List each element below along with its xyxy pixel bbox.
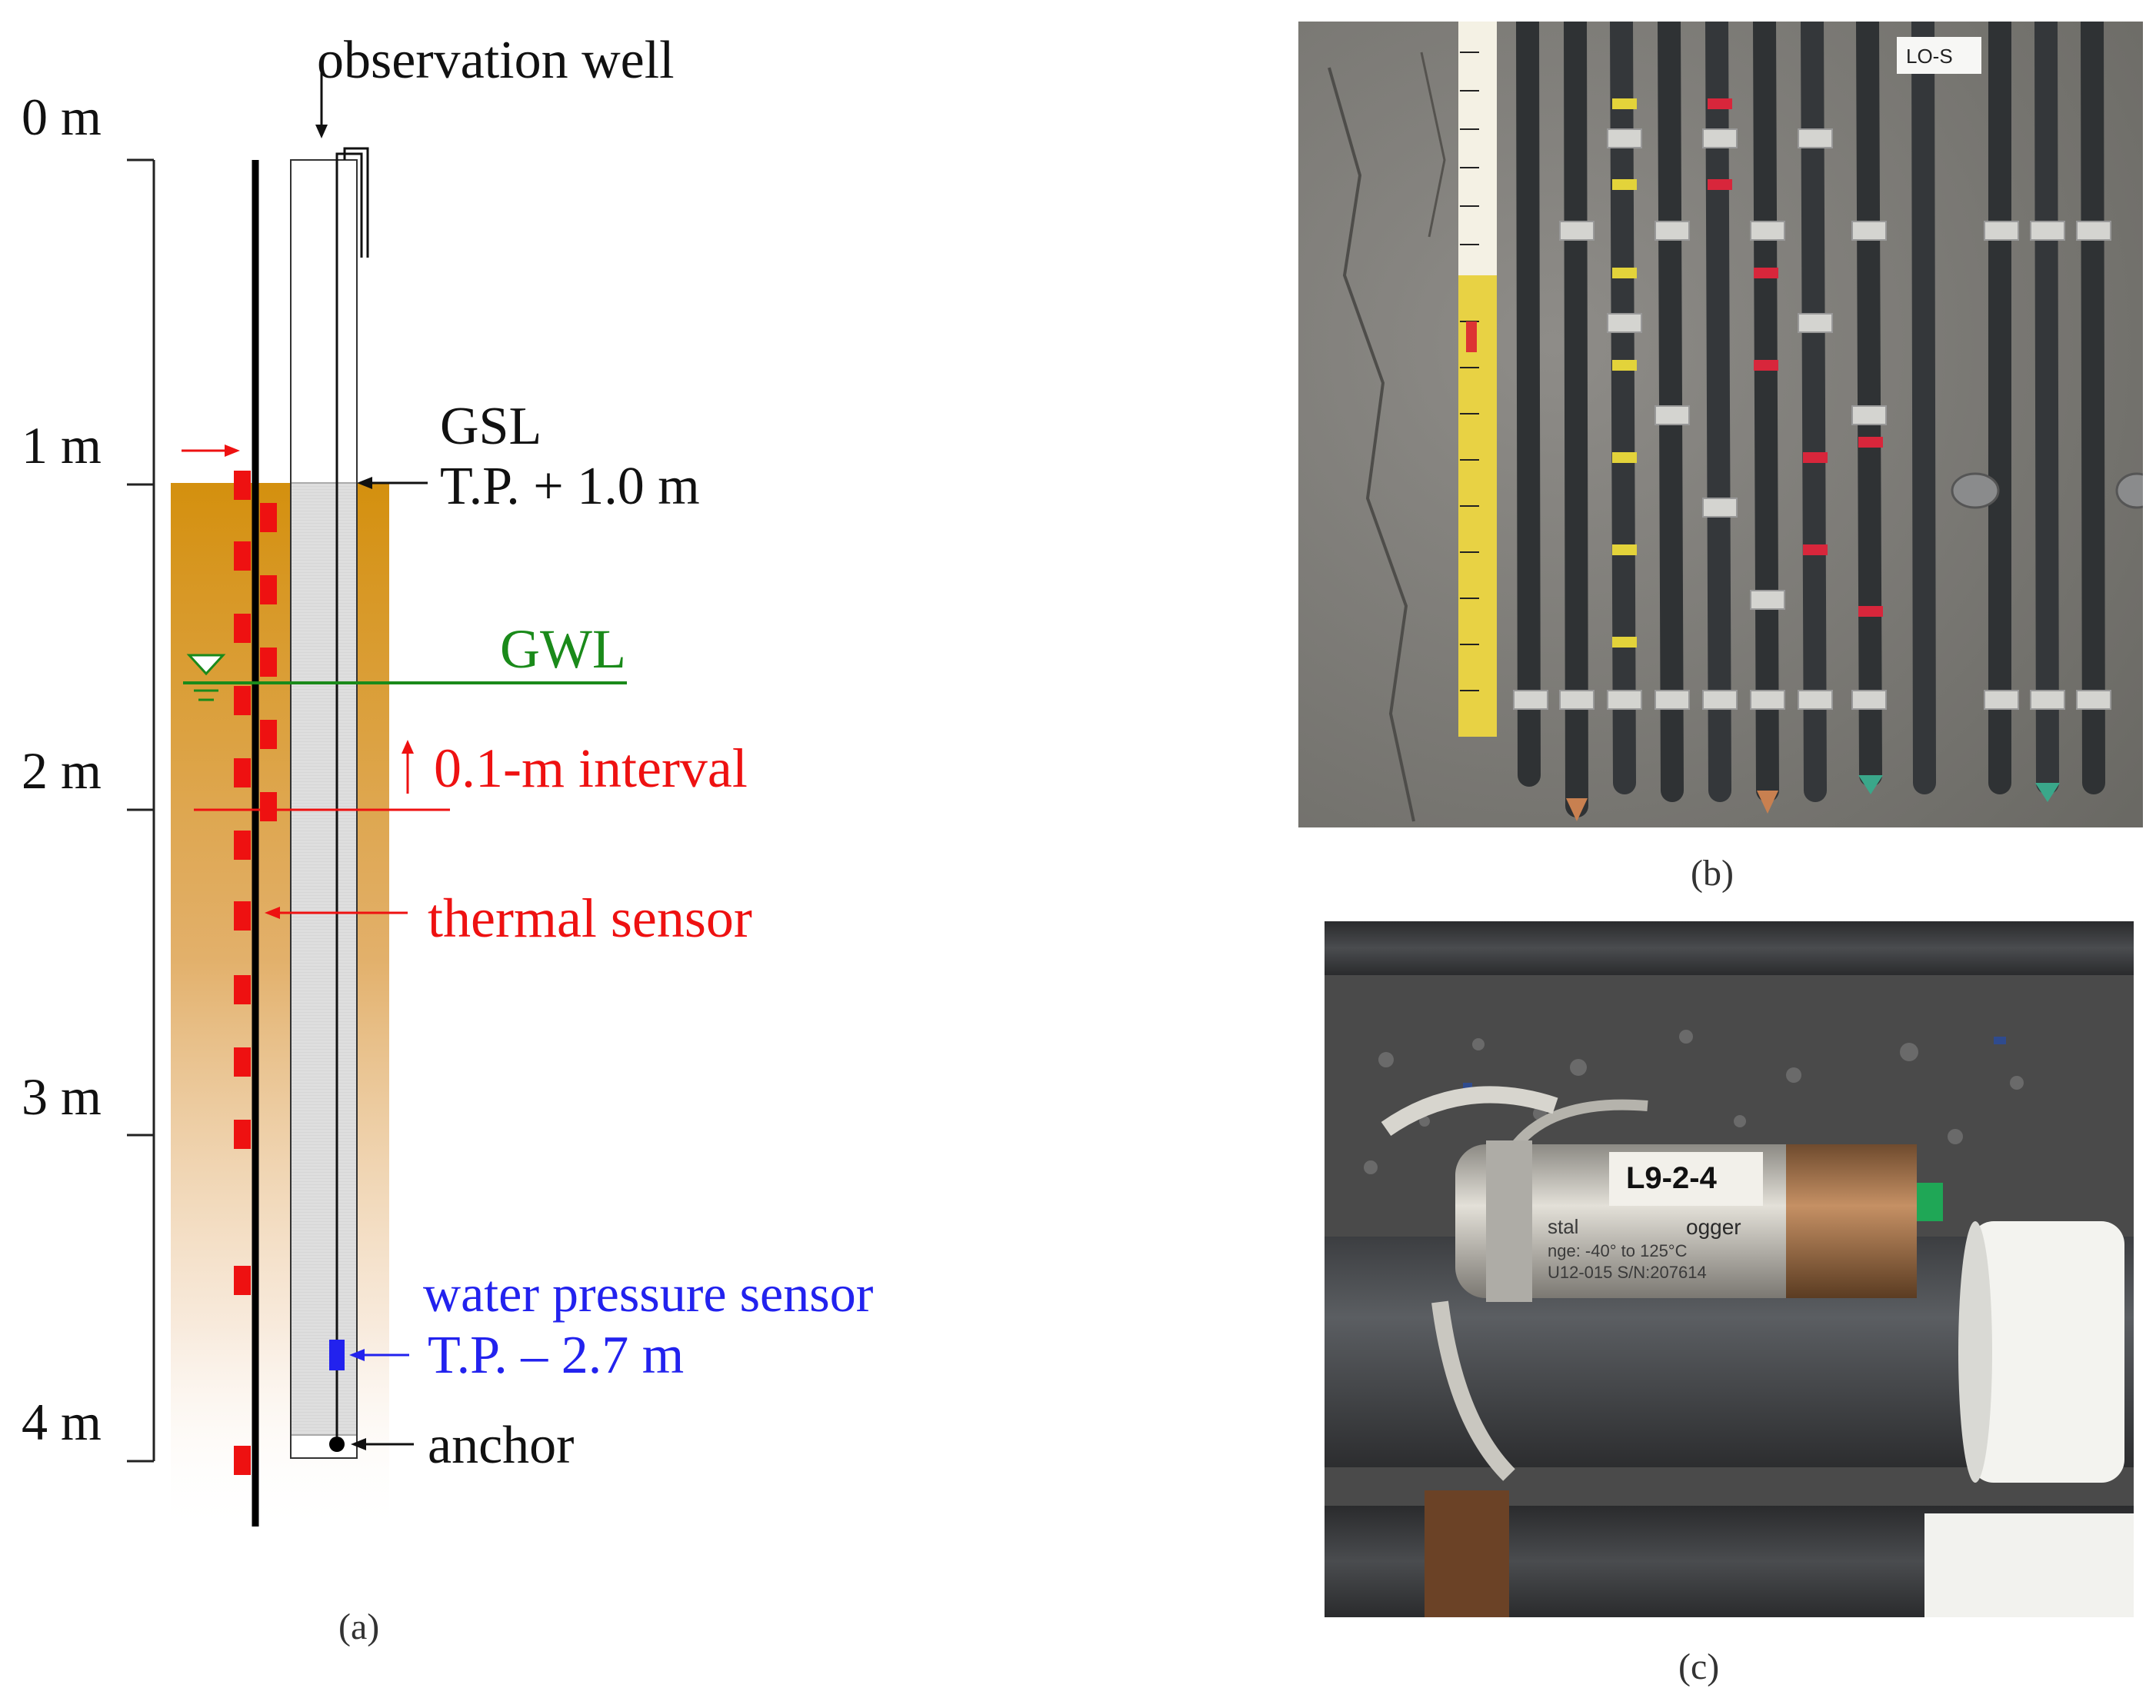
depth-label-1: 1 m	[22, 416, 102, 474]
thermal-sensors	[234, 471, 277, 1475]
thermal-sensor-mark	[234, 614, 251, 643]
logger-text-line-4: U12-015 S/N:207614	[1548, 1263, 1707, 1282]
depth-scale	[127, 158, 155, 1463]
thermal-sensor-mark	[260, 575, 277, 604]
photo-c-illustration	[1325, 921, 2134, 1617]
thermal-sensor-mark	[234, 975, 251, 1004]
thermal-sensor-mark	[260, 648, 277, 677]
observation-well-label: observation well	[317, 31, 675, 90]
photo-b-illustration	[1298, 22, 2143, 827]
photo-sensor-rods: LO-S	[1298, 22, 2143, 827]
logger-tag-text: L9-2-4	[1626, 1161, 1717, 1195]
observation-well-fill	[292, 483, 356, 1435]
thermal-sensor-mark	[234, 831, 251, 860]
thermal-sensor-mark	[260, 720, 277, 749]
water-pressure-sensor-label: water pressure sensor	[423, 1264, 874, 1323]
caption-c: (c)	[1678, 1646, 1720, 1687]
thermal-sensor-mark	[234, 1120, 251, 1149]
thermal-sensor-mark	[234, 1047, 251, 1077]
depth-label-2: 2 m	[22, 741, 102, 800]
water-pressure-sensor	[329, 1340, 345, 1370]
thermal-sensor-mark	[234, 686, 251, 715]
thermal-sensor-mark	[234, 541, 251, 571]
rod-tag-text: LO-S	[1906, 45, 1953, 68]
logger-text-line-1: stal	[1548, 1215, 1579, 1238]
thermal-sensor-mark	[234, 758, 251, 787]
gsl-label: GSL	[440, 397, 542, 456]
gwl-label: GWL	[500, 618, 626, 680]
thermal-sensor-mark	[260, 503, 277, 532]
thermal-sensor-mark	[260, 792, 277, 821]
pressure-sensor-cable	[335, 152, 363, 1437]
borehole-schematic	[127, 65, 627, 1537]
anchor-label: anchor	[428, 1416, 575, 1475]
caption-a: (a)	[338, 1606, 380, 1647]
water-pressure-level-label: T.P. – 2.7 m	[428, 1326, 685, 1385]
thermal-sensor-mark	[234, 1446, 251, 1475]
thermal-sensor-mark	[234, 1266, 251, 1295]
thermal-sensor-label: thermal sensor	[428, 887, 752, 949]
water-table-symbol	[186, 654, 226, 701]
logger-text-line-3: nge: -40° to 125°C	[1548, 1241, 1688, 1260]
anchor-mark	[329, 1437, 345, 1452]
interval-label: 0.1-m interval	[434, 737, 748, 799]
photo-water-pressure-logger: L9-2-4 stal ogger nge: -40° to 125°C U12…	[1325, 921, 2134, 1617]
depth-label-3: 3 m	[22, 1067, 102, 1126]
thermal-sensor-mark	[234, 471, 251, 500]
depth-label-0: 0 m	[22, 88, 102, 146]
thermal-sensor-mark	[234, 901, 251, 931]
panel-a-diagram: 0 m 1 m 2 m 3 m 4 m observation well GSL…	[0, 0, 873, 1708]
gsl-level-label: T.P. + 1.0 m	[440, 457, 700, 516]
logger-text-line-2: ogger	[1686, 1215, 1741, 1239]
caption-b: (b)	[1691, 853, 1734, 894]
depth-label-4: 4 m	[22, 1393, 102, 1451]
